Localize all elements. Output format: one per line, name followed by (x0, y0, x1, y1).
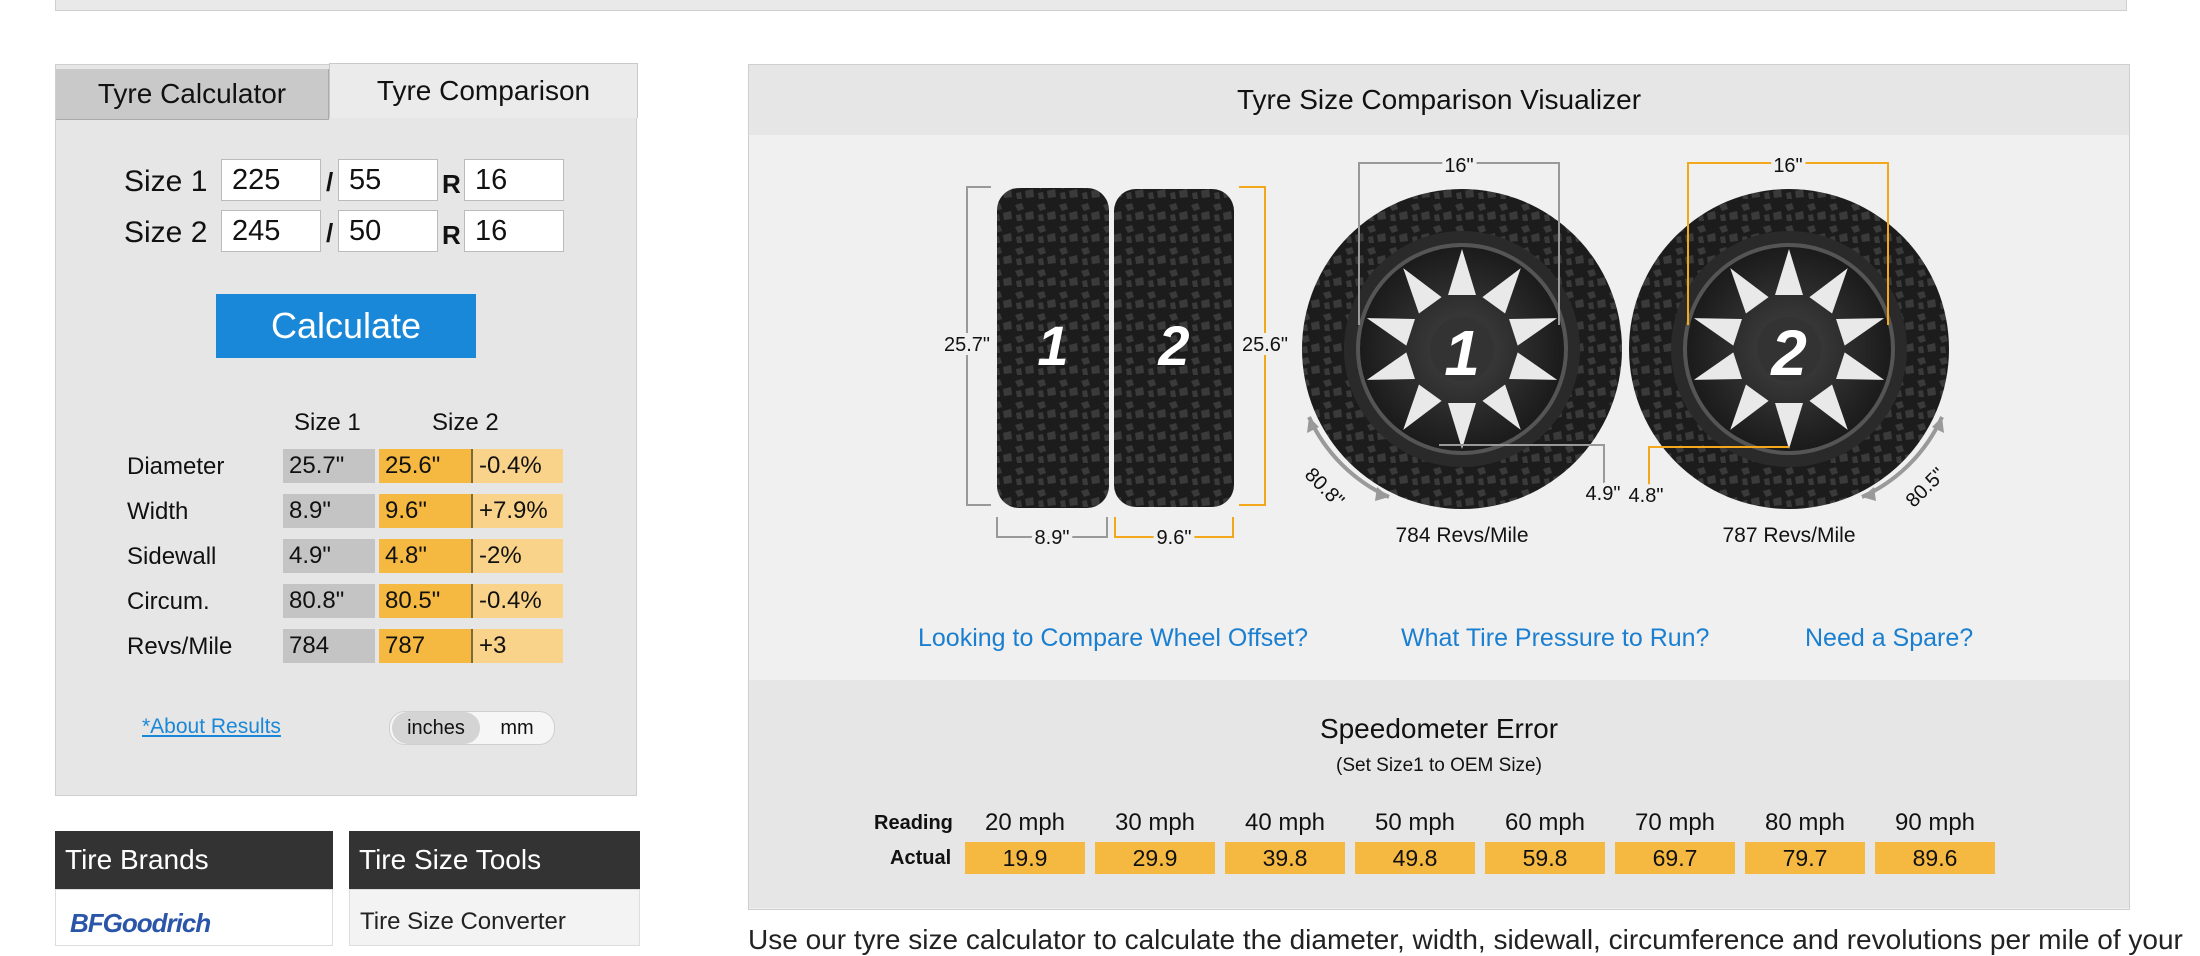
rim-r-label: R (442, 169, 461, 199)
actual-value: 89.6 (1875, 842, 1995, 874)
tyre2-diameter-label: 25.6" (1242, 334, 1288, 356)
actual-value: 79.7 (1745, 842, 1865, 874)
tyre1-number: 1 (1037, 314, 1068, 377)
rim-r-label: R (442, 220, 461, 250)
tire-size-converter-link[interactable]: Tire Size Converter (360, 908, 566, 935)
size2-value: 9.6" (379, 494, 471, 528)
row-label: Width (127, 498, 189, 525)
actual-value: 49.8 (1355, 842, 1475, 874)
size2-value: 4.8" (379, 539, 471, 573)
page-description-text: Use our tyre size calculator to calculat… (748, 924, 2183, 955)
actual-value: 39.8 (1225, 842, 1345, 874)
reading-value: 30 mph (1114, 809, 1196, 836)
tyre1-tread (997, 188, 1109, 508)
tire-pressure-link[interactable]: What Tire Pressure to Run? (1401, 624, 1710, 652)
tab-tyre-calculator[interactable]: Tyre Calculator (56, 69, 329, 120)
reading-value: 50 mph (1374, 809, 1456, 836)
tire-size-tools-box: Tire Size Tools Tire Size Converter (349, 831, 640, 946)
slash: / (326, 167, 334, 197)
reading-value: 40 mph (1244, 809, 1326, 836)
visualizer-title: Tyre Size Comparison Visualizer (749, 65, 2129, 135)
reading-value: 70 mph (1634, 809, 1716, 836)
size2-rim-input[interactable] (464, 210, 564, 252)
tire-brands-header: Tire Brands (55, 831, 333, 889)
diff-value: +7.9% (471, 494, 563, 528)
speedometer-title: Speedometer Error (1319, 713, 1559, 744)
row-label: Circum. (127, 588, 210, 615)
size1-value: 784 (283, 629, 375, 663)
wheel2-revs-label: 787 Revs/Mile (1722, 524, 1855, 547)
wheel2: 2 (1629, 189, 1949, 509)
size1-value: 25.7" (283, 449, 375, 483)
row-label: Sidewall (127, 543, 217, 570)
tyre2-width-label: 9.6" (1157, 527, 1192, 549)
size1-value: 80.8" (283, 584, 375, 618)
diff-value: -0.4% (471, 584, 563, 618)
unit-mm-option[interactable]: mm (500, 716, 534, 739)
reading-value: 80 mph (1764, 809, 1846, 836)
wheel2-number: 2 (1770, 317, 1807, 389)
wheel1-revs-label: 784 Revs/Mile (1395, 524, 1528, 547)
wheel2-circumference-label: 80.5" (1902, 464, 1950, 512)
size1-label: Size 1 (124, 165, 208, 198)
calculate-button[interactable]: Calculate (216, 294, 476, 358)
reading-value: 90 mph (1894, 809, 1976, 836)
size1-value: 4.9" (283, 539, 375, 573)
actual-value: 59.8 (1485, 842, 1605, 874)
tyre1-diameter-label: 25.7" (944, 334, 990, 356)
wheel1-circumference-label: 80.8" (1300, 464, 1348, 512)
size2-value: 25.6" (379, 449, 471, 483)
size1-value: 8.9" (283, 494, 375, 528)
wheel1: 1 (1302, 189, 1622, 509)
diff-value: -0.4% (471, 449, 563, 483)
reading-label: Reading (874, 812, 953, 834)
reading-value: 60 mph (1504, 809, 1586, 836)
tire-size-tools-header: Tire Size Tools (349, 831, 640, 889)
about-results-link[interactable]: *About Results (142, 715, 281, 738)
tab-tyre-comparison[interactable]: Tyre Comparison (329, 63, 638, 118)
wheel1-rim-label: 16" (1444, 155, 1473, 177)
size1-ratio-input[interactable] (338, 159, 438, 201)
tire-brands-body: BFGoodrich (55, 889, 333, 946)
size2-ratio-input[interactable] (338, 210, 438, 252)
calculator-panel: Tyre Calculator Tyre Comparison Size 1 /… (55, 63, 638, 796)
actual-value: 29.9 (1095, 842, 1215, 874)
tire-size-tools-body: Tire Size Converter (349, 889, 640, 946)
row-label: Revs/Mile (127, 633, 233, 660)
tyre1-width-label: 8.9" (1035, 527, 1070, 549)
results-header-size1: Size 1 (294, 409, 361, 436)
diff-value: +3 (471, 629, 563, 663)
compare-wheel-offset-link[interactable]: Looking to Compare Wheel Offset? (918, 624, 1309, 652)
row-label: Diameter (127, 453, 225, 480)
wheel1-number: 1 (1444, 317, 1480, 389)
top-bar (55, 0, 2127, 11)
size2-label: Size 2 (124, 216, 208, 249)
wheel1-sidewall-label: 4.9" (1586, 483, 1621, 505)
tyre2-tread (1114, 189, 1234, 507)
unit-toggle: inches mm (389, 711, 555, 745)
actual-value: 19.9 (965, 842, 1085, 874)
tire-brands-box: Tire Brands BFGoodrich (55, 831, 333, 946)
slash: / (326, 218, 334, 248)
wheel2-rim-label: 16" (1773, 155, 1802, 177)
tyre2-number: 2 (1157, 314, 1189, 377)
size2-width-input[interactable] (221, 210, 321, 252)
need-a-spare-link[interactable]: Need a Spare? (1805, 624, 1974, 652)
size2-value: 787 (379, 629, 471, 663)
size2-value: 80.5" (379, 584, 471, 618)
speedometer-subtitle: (Set Size1 to OEM Size) (1336, 755, 1542, 776)
bfgoodrich-logo[interactable]: BFGoodrich (70, 908, 211, 938)
wheel2-sidewall-label: 4.8" (1629, 485, 1664, 507)
unit-inches-option[interactable]: inches (392, 712, 480, 744)
reading-value: 20 mph (984, 809, 1066, 836)
actual-value: 69.7 (1615, 842, 1735, 874)
actual-label: Actual (890, 847, 952, 869)
tyre-visualization: 1 2 25.7" 25.6" 8.9" 9.6" 1 (940, 151, 1950, 553)
diff-value: -2% (471, 539, 563, 573)
size1-width-input[interactable] (221, 159, 321, 201)
size1-rim-input[interactable] (464, 159, 564, 201)
results-header-size2: Size 2 (432, 409, 499, 436)
